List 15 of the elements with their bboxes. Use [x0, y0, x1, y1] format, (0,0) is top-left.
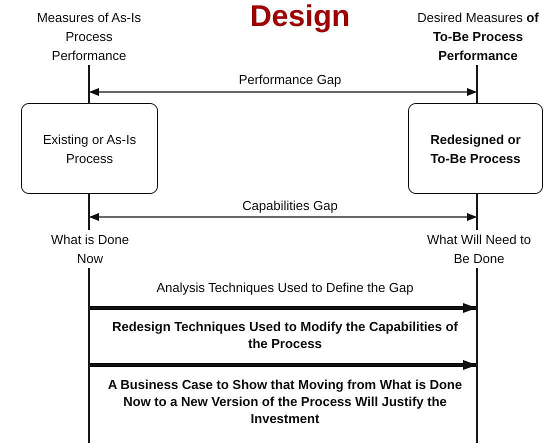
vertical-line: [476, 65, 478, 103]
thick-arrow: [90, 303, 477, 313]
vertical-line: [476, 194, 478, 230]
vertical-line: [88, 194, 90, 230]
box-label: Redesigned or To-Be Process: [429, 130, 522, 168]
thick-arrow: [90, 360, 477, 370]
process-box: [408, 103, 543, 194]
vertical-line: [476, 268, 478, 443]
double-arrow: [89, 88, 477, 96]
title: Design: [248, 0, 352, 34]
process-box: [21, 103, 158, 194]
double-arrow: [89, 213, 477, 221]
box-label: Existing or As-Is Process: [42, 130, 138, 168]
vertical-line: [88, 65, 90, 103]
vertical-line: [88, 268, 90, 443]
